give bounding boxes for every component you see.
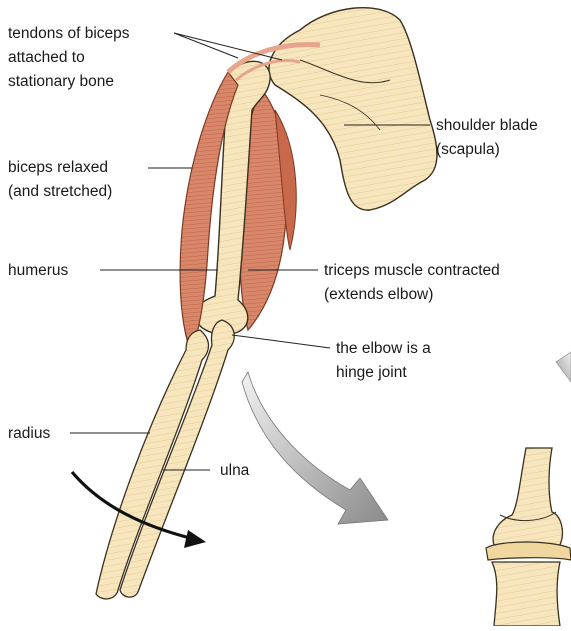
ulna-bone [120,320,234,597]
zoom-arrow [242,372,388,524]
label-shoulder-2: (scapula) [436,141,500,158]
label-tendons-3: stationary bone [8,73,114,90]
label-elbow-1: the elbow is a [336,340,431,357]
label-ulna: ulna [220,462,250,479]
label-radius: radius [8,425,50,442]
label-tendons-1: tendons of biceps [8,25,130,42]
label-triceps-2: (extends elbow) [324,286,433,303]
radius-bone [96,330,209,599]
label-triceps-1: triceps muscle contracted [324,262,500,279]
label-shoulder-1: shoulder blade [436,117,538,134]
label-elbow-2: hinge joint [336,364,407,381]
label-humerus: humerus [8,262,69,279]
label-biceps-1: biceps relaxed [8,159,108,176]
label-biceps-2: (and stretched) [8,183,112,200]
side-arrow [556,352,571,382]
label-tendons-2: attached to [8,49,85,66]
elbow-joint-detail [486,448,571,626]
